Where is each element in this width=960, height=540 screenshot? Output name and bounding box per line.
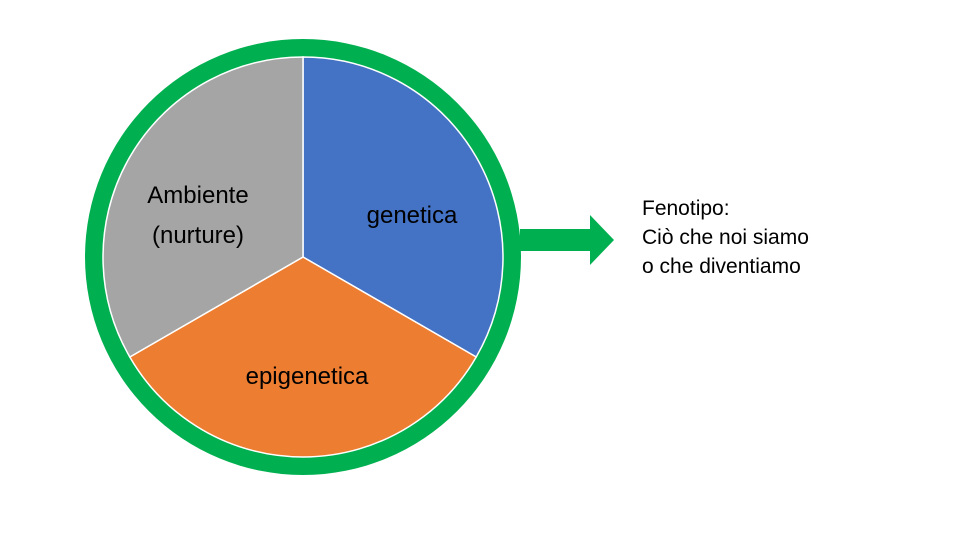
phenotype-title: Fenotipo: <box>642 197 730 220</box>
phenotype-text: Fenotipo: Ciò che noi siamo o che divent… <box>642 194 809 281</box>
segment-label-ambiente-line2: (nurture) <box>152 222 244 249</box>
segment-label-epigenetica: epigenetica <box>246 363 369 390</box>
segment-label-genetica: genetica <box>367 202 458 229</box>
right-arrow-icon <box>520 215 614 265</box>
segment-genetica <box>302 56 504 359</box>
phenotype-line-1: Ciò che noi siamo <box>642 226 809 249</box>
segment-label-ambiente-line1: Ambiente <box>147 182 248 209</box>
segment-epigenetica <box>128 256 478 458</box>
segment-ambiente <box>102 56 304 359</box>
phenotype-line-2: o che diventiamo <box>642 255 801 278</box>
